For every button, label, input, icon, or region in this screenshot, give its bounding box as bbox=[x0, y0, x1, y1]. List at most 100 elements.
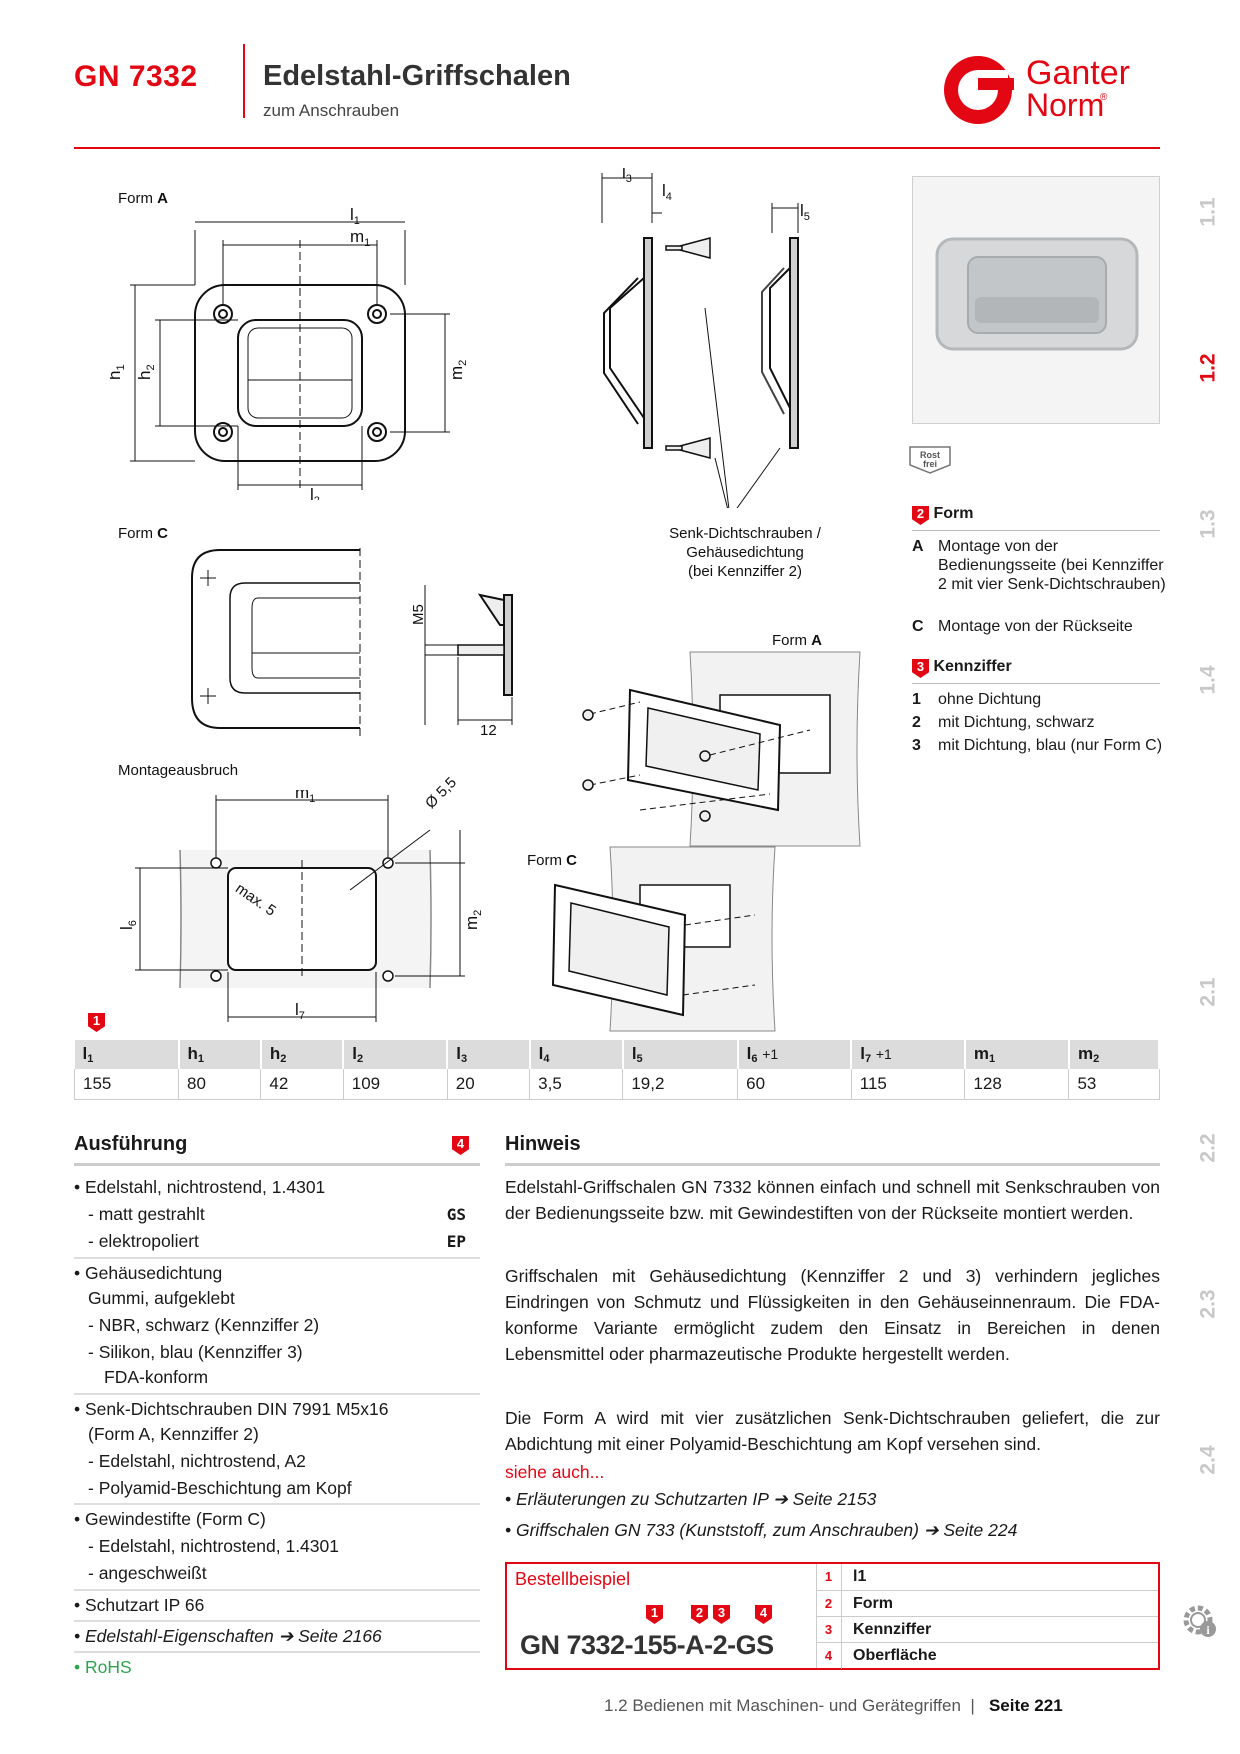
form-c-label: Form C bbox=[118, 525, 169, 542]
aus-line: - Silikon, blau (Kennziffer 3) bbox=[88, 1342, 303, 1362]
svg-text:l2: l2 bbox=[310, 485, 320, 500]
svg-text:l5: l5 bbox=[800, 201, 810, 223]
tab-2-1[interactable]: 2.1 bbox=[1196, 977, 1220, 1007]
page-footer: 1.2 Bedienen mit Maschinen- und Gerätegr… bbox=[604, 1696, 1063, 1715]
aus-line: FDA-konform bbox=[104, 1367, 209, 1387]
order-badge-3: 3 bbox=[713, 1605, 730, 1624]
product-code: GN 7332 bbox=[74, 60, 198, 93]
svg-text:m1: m1 bbox=[295, 790, 315, 805]
form-c-drawing bbox=[191, 548, 361, 738]
col-l4: l4 bbox=[529, 1040, 624, 1069]
form-c-3d-label: Form C bbox=[527, 852, 578, 869]
table-badge: 1 bbox=[88, 1013, 105, 1032]
svg-text:l4: l4 bbox=[662, 181, 672, 203]
edelstahl-link[interactable]: • Edelstahl-Eigenschaften ➔ Seite 2166 bbox=[74, 1626, 382, 1646]
aus-line: - Edelstahl, nichtrostend, 1.4301 bbox=[88, 1536, 339, 1556]
hinweis-paragraph-2: Griffschalen mit Gehäusedichtung (Kennzi… bbox=[505, 1266, 1160, 1364]
tab-1-3[interactable]: 1.3 bbox=[1196, 509, 1220, 539]
logo-text-ganter: Ganter bbox=[1026, 54, 1130, 92]
ref-link-gn733[interactable]: • Griffschalen GN 733 (Kunststoff, zum A… bbox=[505, 1520, 1018, 1540]
gear-info-icon[interactable]: i bbox=[1180, 1600, 1220, 1640]
col-l6: l6 +1 bbox=[737, 1040, 853, 1069]
code-ep: EP bbox=[446, 1232, 466, 1251]
svg-text:Rost: Rost bbox=[920, 450, 940, 460]
col-m1: m1 bbox=[964, 1040, 1070, 1069]
aus-line: (Form A, Kennziffer 2) bbox=[88, 1424, 259, 1444]
hinweis-paragraph-3: Die Form A wird mit vier zusätzlichen Se… bbox=[505, 1408, 1160, 1454]
ganter-norm-logo: Ganter Norm ® bbox=[944, 54, 1130, 124]
product-photo bbox=[912, 176, 1160, 424]
page-subtitle: zum Anschrauben bbox=[263, 101, 400, 120]
form-a-exploded-drawing bbox=[582, 651, 861, 847]
form-a-label: Form A bbox=[118, 190, 169, 207]
col-m2: m2 bbox=[1068, 1040, 1161, 1069]
aus-line: - NBR, schwarz (Kennziffer 2) bbox=[88, 1315, 320, 1335]
svg-text:m2: m2 bbox=[447, 360, 469, 380]
header-rule bbox=[74, 147, 1160, 149]
col-l1: l1 bbox=[74, 1040, 180, 1069]
aus-line: Gummi, aufgeklebt bbox=[88, 1288, 235, 1308]
ref-link-ip[interactable]: • Erläuterungen zu Schutzarten IP ➔ Seit… bbox=[505, 1489, 877, 1509]
kennziffer-heading: 3 Kennziffer bbox=[912, 658, 1012, 678]
order-example-box bbox=[505, 1562, 1160, 1670]
footer-section: 1.2 Bedienen mit Maschinen- und Gerätegr… bbox=[604, 1696, 961, 1715]
logo-text-norm: Norm bbox=[1026, 87, 1104, 123]
hinweis-heading: Hinweis bbox=[505, 1133, 581, 1155]
form-heading: 2 Form bbox=[912, 505, 973, 525]
form-c-exploded-drawing bbox=[551, 846, 776, 1032]
order-badge-4: 4 bbox=[755, 1605, 772, 1624]
svg-text:h2: h2 bbox=[135, 364, 157, 380]
code-gs: GS bbox=[446, 1205, 466, 1224]
tab-1-1[interactable]: 1.1 bbox=[1196, 197, 1220, 227]
cutout-drawing: m1 l7 l6 m2 bbox=[120, 790, 484, 1022]
aus-line: - Polyamid-Beschichtung am Kopf bbox=[88, 1478, 352, 1498]
col-h1: h1 bbox=[178, 1040, 262, 1069]
header-divider bbox=[243, 44, 245, 118]
m5-label: M5 bbox=[410, 604, 427, 625]
see-also-label: siehe auch... bbox=[505, 1462, 605, 1482]
aus-line: • Senk-Dichtschrauben DIN 7991 M5x16 bbox=[74, 1399, 389, 1419]
rohs-label: • RoHS bbox=[74, 1657, 132, 1677]
callout-text: Senk-Dichtschrauben / Gehäusedichtung (b… bbox=[669, 525, 821, 580]
ausfuehrung-heading: Ausführung bbox=[74, 1133, 188, 1155]
ausfuehrung-badge: 4 bbox=[452, 1136, 469, 1155]
aus-line: - Edelstahl, nichtrostend, A2 bbox=[88, 1451, 306, 1471]
rostfrei-icon: Rost frei bbox=[909, 446, 951, 474]
col-h2: h2 bbox=[260, 1040, 345, 1069]
aus-line: • Gewindestifte (Form C) bbox=[74, 1509, 266, 1529]
order-badge-1: 1 bbox=[646, 1605, 663, 1624]
tab-2-2[interactable]: 2.2 bbox=[1196, 1133, 1220, 1163]
svg-text:frei: frei bbox=[923, 459, 937, 469]
svg-text:i: i bbox=[1206, 1623, 1210, 1637]
order-example-label: Bestellbeispiel bbox=[515, 1569, 631, 1589]
col-l2: l2 bbox=[343, 1040, 449, 1069]
page-title: Edelstahl-Griffschalen bbox=[263, 60, 571, 92]
tab-1-4[interactable]: 1.4 bbox=[1196, 665, 1220, 695]
table-header-row: l1 h1 h2 l2 l3 l4 l5 l6 +1 l7 +1 m1 m2 bbox=[74, 1040, 1161, 1069]
svg-text:m1: m1 bbox=[350, 227, 370, 249]
tab-2-4[interactable]: 2.4 bbox=[1196, 1445, 1220, 1475]
logo-registered: ® bbox=[1100, 92, 1108, 103]
form-badge: 2 bbox=[912, 506, 929, 525]
form-c-section-drawing bbox=[424, 585, 513, 725]
aus-line: • Schutzart IP 66 bbox=[74, 1595, 205, 1615]
svg-text:l1: l1 bbox=[350, 205, 360, 227]
dimension-table: l1 h1 h2 l2 l3 l4 l5 l6 +1 l7 +1 m1 m2 1… bbox=[73, 1040, 1161, 1100]
col-l3: l3 bbox=[447, 1040, 531, 1069]
hinweis-paragraph-1: Edelstahl-Griffschalen GN 7332 können ei… bbox=[505, 1177, 1160, 1223]
kennziffer-badge: 3 bbox=[912, 659, 929, 678]
tab-2-3[interactable]: 2.3 bbox=[1196, 1289, 1220, 1319]
col-l5: l5 bbox=[622, 1040, 739, 1069]
tab-1-2[interactable]: 1.2 bbox=[1196, 353, 1220, 383]
